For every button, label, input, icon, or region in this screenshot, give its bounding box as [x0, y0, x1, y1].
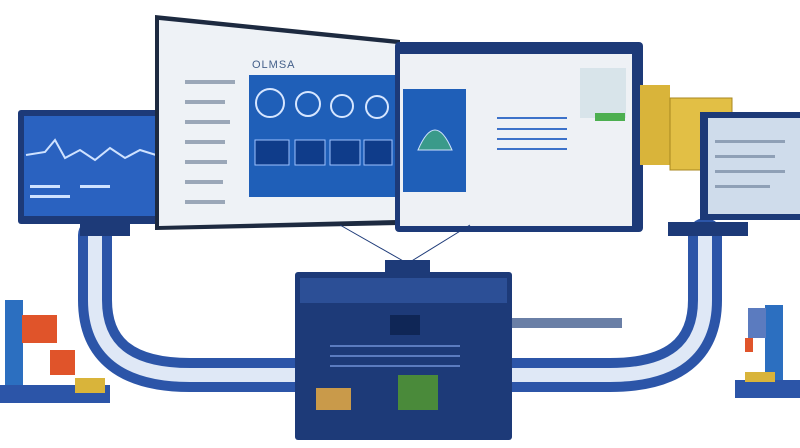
left-monitor: [18, 110, 163, 236]
gauge-icons: [255, 88, 389, 119]
center-right-monitor: [395, 42, 643, 232]
monitor-header-text: OLMSA: [252, 59, 296, 71]
left-pipe: [78, 218, 317, 392]
server-machine-icon: [295, 260, 622, 440]
center-left-monitor: OLMSA: [155, 15, 400, 230]
right-documents: [640, 85, 800, 236]
waveform: [25, 138, 157, 162]
right-robot-arm-icon: [735, 305, 800, 398]
right-pipe: [493, 218, 722, 392]
connector-lines: [339, 224, 471, 263]
left-robot-arm-icon: [0, 300, 110, 403]
